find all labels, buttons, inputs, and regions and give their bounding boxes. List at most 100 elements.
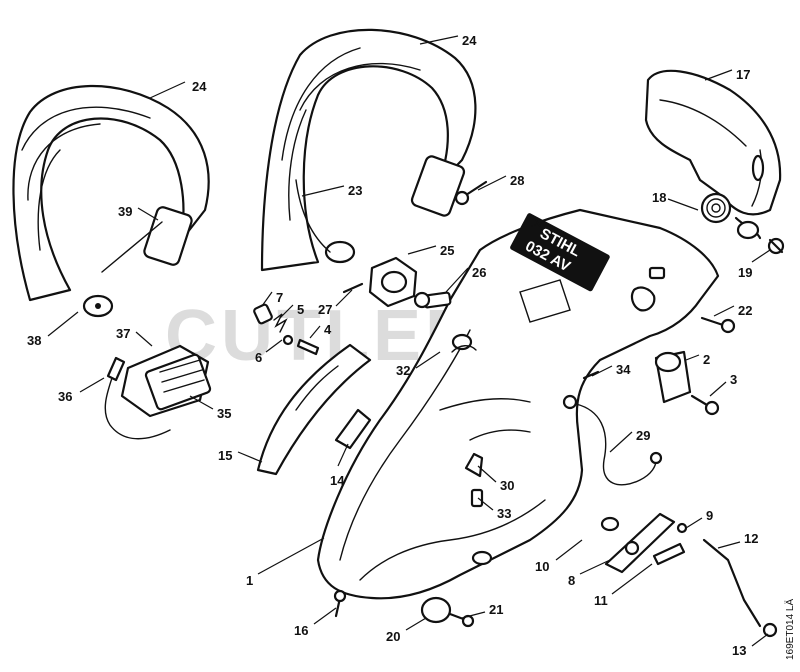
screw-16-part xyxy=(333,589,347,618)
leader-line xyxy=(461,611,486,619)
part-number-label: 18 xyxy=(652,190,666,205)
callout-c21: 21 xyxy=(461,602,503,619)
leader-line xyxy=(335,289,353,307)
callout-c14: 14 xyxy=(330,443,349,488)
part-number-label: 15 xyxy=(218,448,232,463)
callout-c28: 28 xyxy=(477,173,524,191)
part-number-label: 3 xyxy=(730,372,737,387)
buffer-20-21-part xyxy=(420,596,475,628)
callout-c39: 39 xyxy=(118,204,159,221)
leader-line xyxy=(713,305,735,317)
leader-line xyxy=(555,539,583,561)
leader-line xyxy=(279,304,294,319)
leader-line xyxy=(591,365,613,377)
leader-line xyxy=(135,331,153,347)
part-number-label: 25 xyxy=(440,243,454,258)
part-number-label: 38 xyxy=(27,333,41,348)
callout-c5: 5 xyxy=(279,302,304,319)
part-number-label: 17 xyxy=(736,67,750,82)
leader-line xyxy=(265,339,283,353)
part-number-label: 23 xyxy=(348,183,362,198)
leader-line xyxy=(477,465,497,483)
part-number-label: 4 xyxy=(324,322,332,337)
main-housing-part-1 xyxy=(316,208,720,600)
callout-c19: 19 xyxy=(738,249,771,280)
callout-c7: 7 xyxy=(261,290,283,307)
part-number-label: 39 xyxy=(118,204,132,219)
clip-13-part xyxy=(762,622,778,638)
callout-c17: 17 xyxy=(704,67,750,82)
leader-line xyxy=(579,559,611,575)
callout-c12: 12 xyxy=(717,531,758,549)
callout-c20: 20 xyxy=(386,617,427,644)
callout-c26: 26 xyxy=(445,265,486,293)
leader-line xyxy=(257,537,325,575)
leader-line xyxy=(261,291,273,307)
part-2-bracket xyxy=(654,350,692,404)
handlebar-top-part xyxy=(260,28,477,272)
part-30 xyxy=(464,452,484,478)
screw-22-part xyxy=(700,316,736,334)
callout-c37: 37 xyxy=(116,326,153,347)
tube-39-part xyxy=(101,221,163,273)
callout-c3: 3 xyxy=(709,372,737,397)
callout-c29: 29 xyxy=(609,428,650,453)
callout-c15: 15 xyxy=(218,448,263,463)
callout-c6: 6 xyxy=(255,339,283,365)
part-number-label: 6 xyxy=(255,350,262,365)
callout-c38: 38 xyxy=(27,311,79,348)
leader-line xyxy=(309,325,321,339)
part-number-label: 33 xyxy=(497,506,511,521)
screw-19-part xyxy=(767,237,785,255)
leader-line xyxy=(407,245,437,255)
screw-3-part xyxy=(690,394,720,416)
part-number-label: 37 xyxy=(116,326,130,341)
callout-c18: 18 xyxy=(652,190,699,211)
part-number-label: 19 xyxy=(738,265,752,280)
leader-line xyxy=(79,377,105,393)
callout-c36: 36 xyxy=(58,377,105,404)
callout-c35: 35 xyxy=(189,395,231,421)
part-number-label: 8 xyxy=(568,573,575,588)
leader-line xyxy=(415,351,441,369)
part-33 xyxy=(470,488,484,508)
cover-17-part xyxy=(644,69,782,216)
callout-c33: 33 xyxy=(477,497,511,521)
part-number-label: 22 xyxy=(738,303,752,318)
callout-c27: 27 xyxy=(318,289,353,317)
part-number-label: 11 xyxy=(594,593,608,608)
leader-line xyxy=(667,198,699,211)
part-number-label: 12 xyxy=(744,531,758,546)
ignition-module-35-36-37 xyxy=(104,344,212,440)
guard-strip-15-part xyxy=(256,343,372,476)
leader-line xyxy=(709,381,727,397)
part-number-label: 27 xyxy=(318,302,332,317)
part-number-label: 21 xyxy=(489,602,503,617)
callout-c1: 1 xyxy=(246,537,325,588)
part-number-label: 5 xyxy=(297,302,304,317)
callout-c24a: 24 xyxy=(149,79,207,99)
leader-line xyxy=(337,443,349,467)
part-number-label: 10 xyxy=(535,559,549,574)
part-number-label: 14 xyxy=(330,473,345,488)
callout-c30: 30 xyxy=(477,465,514,493)
leader-line xyxy=(611,563,653,595)
part-number-label: 20 xyxy=(386,629,400,644)
leader-line xyxy=(313,607,337,625)
leader-line xyxy=(301,185,345,197)
callout-c16: 16 xyxy=(294,607,337,638)
leader-line xyxy=(47,311,79,337)
housing-screw xyxy=(531,219,545,227)
wire-29-part xyxy=(562,394,663,486)
part-number-label: 2 xyxy=(703,352,710,367)
callout-c9: 9 xyxy=(685,508,713,529)
callout-c25: 25 xyxy=(407,243,454,258)
small-parts-4-5-6-7 xyxy=(253,303,320,356)
part-number-label: 1 xyxy=(246,573,253,588)
part-number-label: 32 xyxy=(396,363,410,378)
rod-12-part xyxy=(702,538,762,628)
part-number-label: 28 xyxy=(510,173,524,188)
